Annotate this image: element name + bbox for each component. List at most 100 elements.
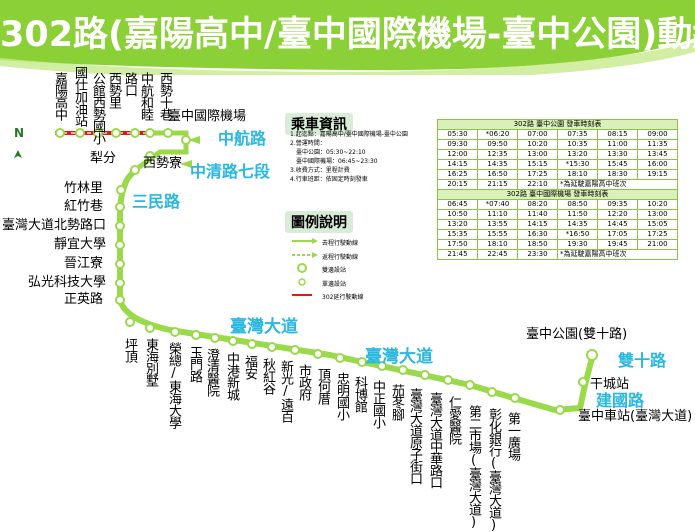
stop-zhongxing: 忠明國小 (334, 372, 349, 420)
cell: 05:30 (437, 129, 478, 140)
cell: 17:50 (437, 239, 478, 250)
info-line: 4.行車班距：依固定時刻發車 (290, 176, 368, 183)
cell: 10:50 (437, 209, 478, 220)
stop-plaza1: 第一廣場 (505, 412, 520, 460)
legend-item: 單邊設站 (322, 281, 347, 288)
cell: 08:15 (597, 129, 638, 140)
stop-tw-yuanzi: 臺灣大道原子街口 (407, 388, 422, 484)
cell: 10:20 (637, 199, 678, 210)
stop-chengqing: 澄清醫院 (204, 348, 219, 396)
road-shuangshi: 雙十路 (618, 351, 667, 370)
stop-zhonghang-hemu: 中航和睦 (138, 72, 153, 120)
cell: 20:15 (437, 179, 478, 190)
cell: 17:25 (517, 169, 558, 180)
stop-fuan: 福安 (242, 355, 257, 379)
stop-xishi-shi: 西勢十巷 (157, 72, 172, 120)
stop-renai: 仁愛醫院 (446, 396, 461, 444)
stop-pingding: 坪頂 (122, 338, 137, 362)
cell: 13:55 (477, 219, 518, 230)
stop-airport: 臺中國際機場 (168, 109, 247, 124)
cell: 13:00 (517, 149, 558, 160)
cell: 07:35 (557, 129, 598, 140)
cell: 16:00 (637, 159, 678, 170)
cell: 11:35 (637, 139, 678, 150)
cell: 19:15 (637, 169, 678, 180)
cell: *06:20 (477, 129, 518, 140)
road-taiwan-2: 臺灣大道 (365, 347, 433, 367)
timetable-header: 302路 臺中國際機場 發車時刻表 (437, 189, 678, 200)
stop-zhulin: 竹林里 (64, 181, 104, 196)
cell: 08:50 (557, 199, 598, 210)
legend-title: 圖例說明 (285, 211, 353, 233)
cell: 15:15 (517, 159, 558, 170)
cell: 18:50 (517, 239, 558, 250)
info-line: 2.營運時間： (290, 140, 326, 147)
cell: 09:50 (477, 139, 518, 150)
cell: 23:30 (517, 249, 558, 260)
stop-tw-zhonghua: 臺灣大道中華路口 (427, 392, 442, 488)
timetable-header: 302路 臺中公園 發車時刻表 (437, 119, 678, 130)
cell: 21:00 (637, 239, 678, 250)
cell: *07:40 (477, 199, 518, 210)
info-text: 1.起迄點：嘉陽高中/臺中國際機場-臺中公園 2.營運時間： 臺中公園：05:3… (290, 130, 408, 184)
compass-label: N (14, 126, 25, 140)
stop-xishi-liao: 西勢寮 (143, 156, 183, 171)
cell: 09:35 (597, 199, 638, 210)
stop-qiuhong: 秋紅谷 (260, 358, 275, 394)
legend-item: 返程行駛動線 (322, 254, 359, 261)
stop-ganchengzhan: 干城站 (590, 377, 630, 392)
legend-item: 雙邊設站 (322, 267, 347, 274)
stop-lifen: 犁分 (90, 151, 117, 166)
timetable-note: *為延駛嘉陽高中班次 (557, 179, 678, 190)
cell: 07:00 (517, 129, 558, 140)
cell: 13:20 (437, 219, 478, 230)
cell: 14:45 (597, 219, 638, 230)
road-jianguo: 建國路 (596, 391, 645, 410)
stop-xinguang: 新光/遠百 (278, 360, 293, 422)
cell: 16:50 (477, 169, 518, 180)
stop-hungkuang: 弘光科技大學 (28, 275, 107, 290)
info-title: 乘車資訊 (285, 113, 353, 135)
cell: 10:35 (557, 139, 598, 150)
stop-jinjiang: 晉江寮 (64, 256, 104, 271)
cell: 18:10 (477, 239, 518, 250)
cell: 22:10 (517, 179, 558, 190)
cell: 14:35 (477, 159, 518, 170)
cell: 09:30 (437, 139, 478, 150)
cell: 14:35 (557, 219, 598, 230)
info-line: 臺中公園：05:30~22:10 (296, 149, 366, 156)
stop-dinghe: 頂何厝 (315, 368, 330, 404)
cell: 06:45 (437, 199, 478, 210)
stop-xishi-li: 西勢里 (106, 72, 121, 108)
stop-cityhall: 市政府 (296, 364, 311, 400)
cell: 17:25 (637, 229, 678, 240)
cell: 12:20 (597, 209, 638, 220)
cell: 17:05 (597, 229, 638, 240)
stop-zhonggang: 中港新城 (224, 352, 239, 400)
cell: 12:00 (437, 149, 478, 160)
stop-jiayang: 嘉陽高中 (52, 72, 67, 120)
stop-tc-park: 臺中公園(雙十路) (526, 327, 628, 342)
cell: 15:45 (597, 159, 638, 170)
cell: 14:15 (437, 159, 478, 170)
road-zhonghang: 中航路 (218, 129, 267, 148)
cell: 15:35 (437, 229, 478, 240)
stop-zhengying: 正英路 (64, 292, 104, 307)
stop-science: 科博館 (352, 376, 367, 412)
cell: 13:30 (597, 149, 638, 160)
cell: 21:45 (437, 249, 478, 260)
info-line: 3.收費方式：里程計費 (290, 167, 350, 174)
cell: 11:00 (597, 139, 638, 150)
cell: 08:20 (517, 199, 558, 210)
cell: 11:50 (557, 209, 598, 220)
cell: 19:30 (557, 239, 598, 250)
stop-hongzhu: 紅竹巷 (64, 199, 104, 214)
stop-gasstation: 國仕加油站 (72, 66, 87, 126)
road-sanmin: 三民路 (132, 192, 181, 211)
timetable-note: *為延駛嘉陽高中班次 (557, 249, 678, 260)
cell: 19:45 (597, 239, 638, 250)
stop-xishi-lib: 公館西勢國小 (90, 72, 105, 144)
cell: 15:05 (637, 219, 678, 230)
